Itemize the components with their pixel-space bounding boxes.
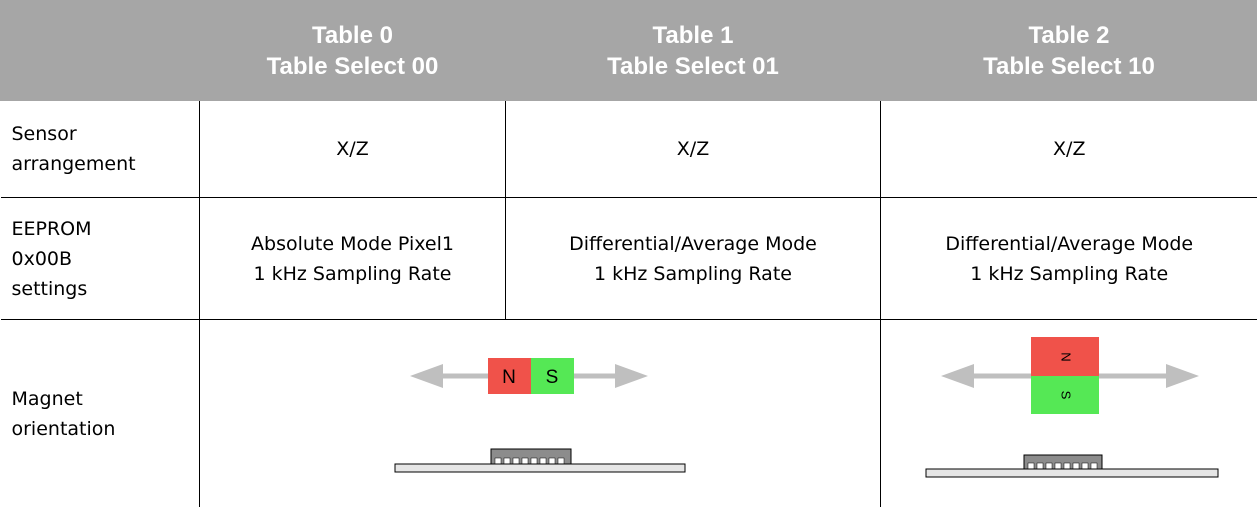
header-table-2-title: Table 2 <box>1028 21 1110 49</box>
mode-text: Differential/Average Mode <box>945 232 1194 255</box>
diametric-magnet-drawing: N S <box>925 337 1219 478</box>
header-table-2: Table 2 Table Select 10 <box>880 0 1257 101</box>
eeprom-settings-table-0: Absolute Mode Pixel1 1 kHz Sampling Rate <box>199 197 506 320</box>
mode-text: Absolute Mode Pixel1 <box>251 232 454 255</box>
header-table-0-title: Table 0 <box>312 21 393 49</box>
header-table-1: Table 1 Table Select 01 <box>505 0 881 101</box>
sensor-arrangement-table-2: X/Z <box>880 100 1257 198</box>
magnet-orientation-table-0-1: N S <box>199 319 881 507</box>
label-line: Sensor <box>11 123 77 145</box>
axial-magnet-illustration: N S <box>200 320 880 507</box>
rate-text: 1 kHz Sampling Rate <box>970 262 1169 285</box>
rate-text: 1 kHz Sampling Rate <box>253 262 452 285</box>
north-label: N <box>1059 352 1074 361</box>
north-pole <box>1031 337 1099 376</box>
pcb-board <box>394 463 686 473</box>
magnet-orientation-row: Magnet orientation N S <box>1 319 1257 507</box>
sensor-chip-icon <box>1023 454 1103 470</box>
header-table-1-title: Table 1 <box>652 21 734 49</box>
south-label: S <box>546 367 559 388</box>
label-line: 0x00B <box>11 247 73 270</box>
magnet-orientation-table-2: N S <box>880 319 1257 507</box>
sensor-arrangement-table-0: X/Z <box>199 100 506 198</box>
sensor-arrangement-label: Sensor arrangement <box>0 100 200 198</box>
header-row: Table 0 Table Select 00 Table 1 Table Se… <box>0 0 1257 101</box>
eeprom-settings-label: EEPROM 0x00B settings <box>0 197 200 320</box>
header-corner <box>0 0 200 101</box>
header-table-1-select: Table Select 01 <box>607 52 779 80</box>
south-pole <box>1031 376 1099 414</box>
axial-magnet-drawing: N S <box>394 358 686 473</box>
mode-text: Differential/Average Mode <box>569 232 817 255</box>
label-line: Magnet <box>11 387 83 410</box>
sensor-chip-icon <box>490 448 572 465</box>
south-label: S <box>1059 391 1074 400</box>
label-line: EEPROM <box>11 217 92 240</box>
eeprom-settings-table-1: Differential/Average Mode 1 kHz Sampling… <box>505 197 881 320</box>
magnet-orientation-label: Magnet orientation <box>1 320 200 507</box>
south-pole <box>531 358 574 394</box>
label-line: arrangement <box>11 153 136 175</box>
eeprom-settings-row: EEPROM 0x00B settings Absolute Mode Pixe… <box>0 197 1257 320</box>
header-table-0: Table 0 Table Select 00 <box>199 0 506 101</box>
label-line: orientation <box>11 417 116 440</box>
header-table-0-select: Table Select 00 <box>266 52 439 80</box>
sensor-arrangement-table-1: X/Z <box>505 100 881 198</box>
rate-text: 1 kHz Sampling Rate <box>594 262 792 285</box>
north-label: N <box>502 367 516 388</box>
north-pole <box>488 358 531 394</box>
header-table-2-select: Table Select 10 <box>983 52 1155 80</box>
sensor-arrangement-row: Sensor arrangement X/Z X/Z X/Z <box>0 100 1257 198</box>
diametric-magnet-illustration: N S <box>881 320 1257 507</box>
label-line: settings <box>11 277 88 300</box>
eeprom-settings-table-2: Differential/Average Mode 1 kHz Sampling… <box>880 197 1257 320</box>
pcb-board <box>925 468 1219 478</box>
